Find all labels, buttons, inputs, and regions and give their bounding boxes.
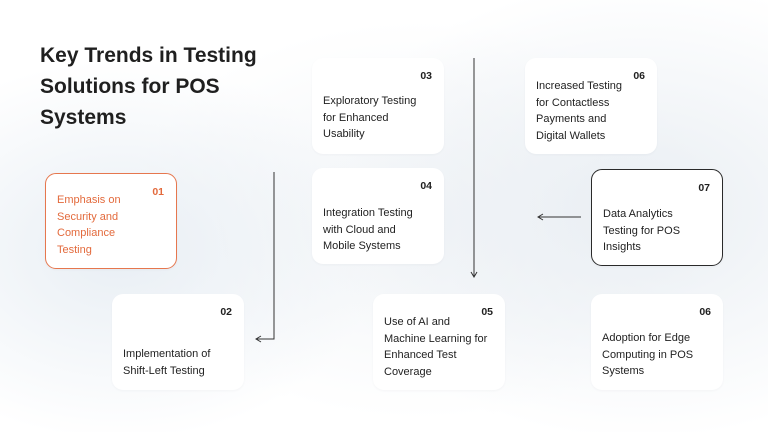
trend-card-06-edge: 06 Adoption for Edge Computing in POS Sy… — [591, 294, 723, 390]
card-text: Adoption for Edge Computing in POS Syste… — [602, 332, 694, 377]
trend-card-04: 04 Integration Testing with Cloud and Mo… — [312, 168, 444, 264]
trend-card-05: 05 Use of AI and Machine Learning for En… — [373, 294, 505, 390]
card-number: 06 — [699, 306, 711, 318]
card-number: 04 — [420, 180, 432, 192]
card-text: Emphasis on Security and Compliance Test… — [57, 194, 121, 256]
card-number: 07 — [698, 182, 710, 194]
card-number: 03 — [420, 70, 432, 82]
trend-card-06-contactless: 06 Increased Testing for Contactless Pay… — [525, 58, 657, 154]
card-number: 06 — [633, 70, 645, 82]
trend-card-02: 02 Implementation of Shift-Left Testing — [112, 294, 244, 390]
trend-card-03: 03 Exploratory Testing for Enhanced Usab… — [312, 58, 444, 154]
trend-card-01: 01 Emphasis on Security and Compliance T… — [45, 173, 177, 269]
card-text: Use of AI and Machine Learning for Enhan… — [384, 316, 488, 378]
card-number: 02 — [220, 306, 232, 318]
card-number: 01 — [152, 186, 164, 198]
card-number: 05 — [481, 306, 493, 318]
card-text: Exploratory Testing for Enhanced Usabili… — [323, 95, 417, 140]
arrow-to-card-02 — [255, 172, 275, 343]
card-text: Increased Testing for Contactless Paymen… — [536, 80, 623, 142]
card-text: Implementation of Shift-Left Testing — [123, 348, 211, 377]
page-title: Key Trends in Testing Solutions for POS … — [40, 44, 257, 129]
card-text: Data Analytics Testing for POS Insights — [603, 208, 681, 253]
trend-card-07: 07 Data Analytics Testing for POS Insigh… — [591, 169, 723, 266]
card-text: Integration Testing with Cloud and Mobil… — [323, 207, 413, 252]
